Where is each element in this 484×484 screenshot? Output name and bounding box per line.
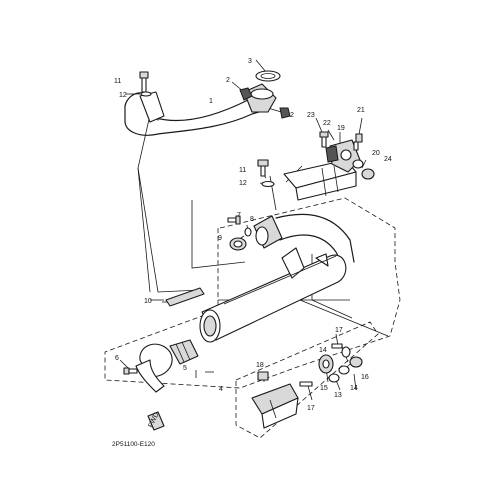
gasket-9 xyxy=(229,237,247,251)
grommet-16 xyxy=(349,356,363,368)
nut-2-left xyxy=(239,87,253,101)
callout-label: 12 xyxy=(239,180,247,187)
collar-14-lower xyxy=(338,365,350,375)
callout-label: 15 xyxy=(320,385,328,392)
bolt-11-lower xyxy=(257,159,269,177)
callout-label: 17 xyxy=(335,327,343,334)
callout-label: 9 xyxy=(218,235,222,242)
muffler xyxy=(199,247,347,343)
washer-12-upper xyxy=(140,91,152,97)
bolt-18 xyxy=(257,371,269,381)
callout-label: 2 xyxy=(226,77,230,84)
callout-label: 23 xyxy=(307,112,315,119)
damper-15 xyxy=(318,354,334,374)
grommet-24 xyxy=(361,168,375,180)
callout-label: 24 xyxy=(384,156,392,163)
collar-14-upper xyxy=(341,346,351,358)
bolt-11-upper xyxy=(139,71,149,93)
callout-label: 22 xyxy=(323,120,331,127)
washer-12-lower xyxy=(261,180,275,188)
bolt-7 xyxy=(227,215,241,225)
callout-label: 2 xyxy=(290,112,294,119)
callout-label: 3 xyxy=(248,58,252,65)
bolt-21 xyxy=(353,133,363,151)
fwd-indicator: FWD xyxy=(147,411,165,431)
tail-pipe xyxy=(135,343,173,393)
callout-label: 21 xyxy=(357,107,365,114)
callout-label: 18 xyxy=(256,362,264,369)
callout-label: 11 xyxy=(114,78,121,85)
callout-label: 16 xyxy=(361,374,369,381)
nut-13 xyxy=(328,373,340,383)
joint-clamp xyxy=(253,213,355,263)
lower-bracket xyxy=(251,383,299,429)
spark-arrester-5 xyxy=(169,339,199,365)
callout-label: 20 xyxy=(372,150,380,157)
callout-label: 13 xyxy=(334,392,342,399)
bracket-assembly-boundary xyxy=(235,321,379,439)
collar-20 xyxy=(352,159,364,169)
callout-label: 10 xyxy=(144,298,152,305)
nut-2-right xyxy=(279,107,291,119)
callout-label: 7 xyxy=(237,212,241,219)
callout-label: 1 xyxy=(209,98,213,105)
callout-labels: 1 2 2 3 4 5 6 7 8 9 10 11 11 12 12 13 14… xyxy=(114,58,392,412)
callout-label: 17 xyxy=(307,405,315,412)
callout-label: 6 xyxy=(115,355,119,362)
screw-6 xyxy=(123,367,138,375)
callout-label: 12 xyxy=(119,92,127,99)
gasket-3 xyxy=(255,70,281,82)
strap-10 xyxy=(165,287,205,307)
grommet-22 xyxy=(325,145,339,163)
callout-label: 11 xyxy=(239,167,246,174)
callout-label: 14 xyxy=(319,347,327,354)
callout-label: 19 xyxy=(337,125,345,132)
bolt-23 xyxy=(319,131,329,148)
bolt-17-upper xyxy=(331,343,343,349)
bolt-17-lower xyxy=(299,381,313,387)
callout-label: 14 xyxy=(350,385,358,392)
callout-label: 5 xyxy=(183,365,187,372)
diagram-code: 2P51100-E120 xyxy=(112,441,155,448)
callout-label: 8 xyxy=(250,216,254,223)
washer-8 xyxy=(244,227,252,237)
callout-label: 4 xyxy=(219,386,223,393)
